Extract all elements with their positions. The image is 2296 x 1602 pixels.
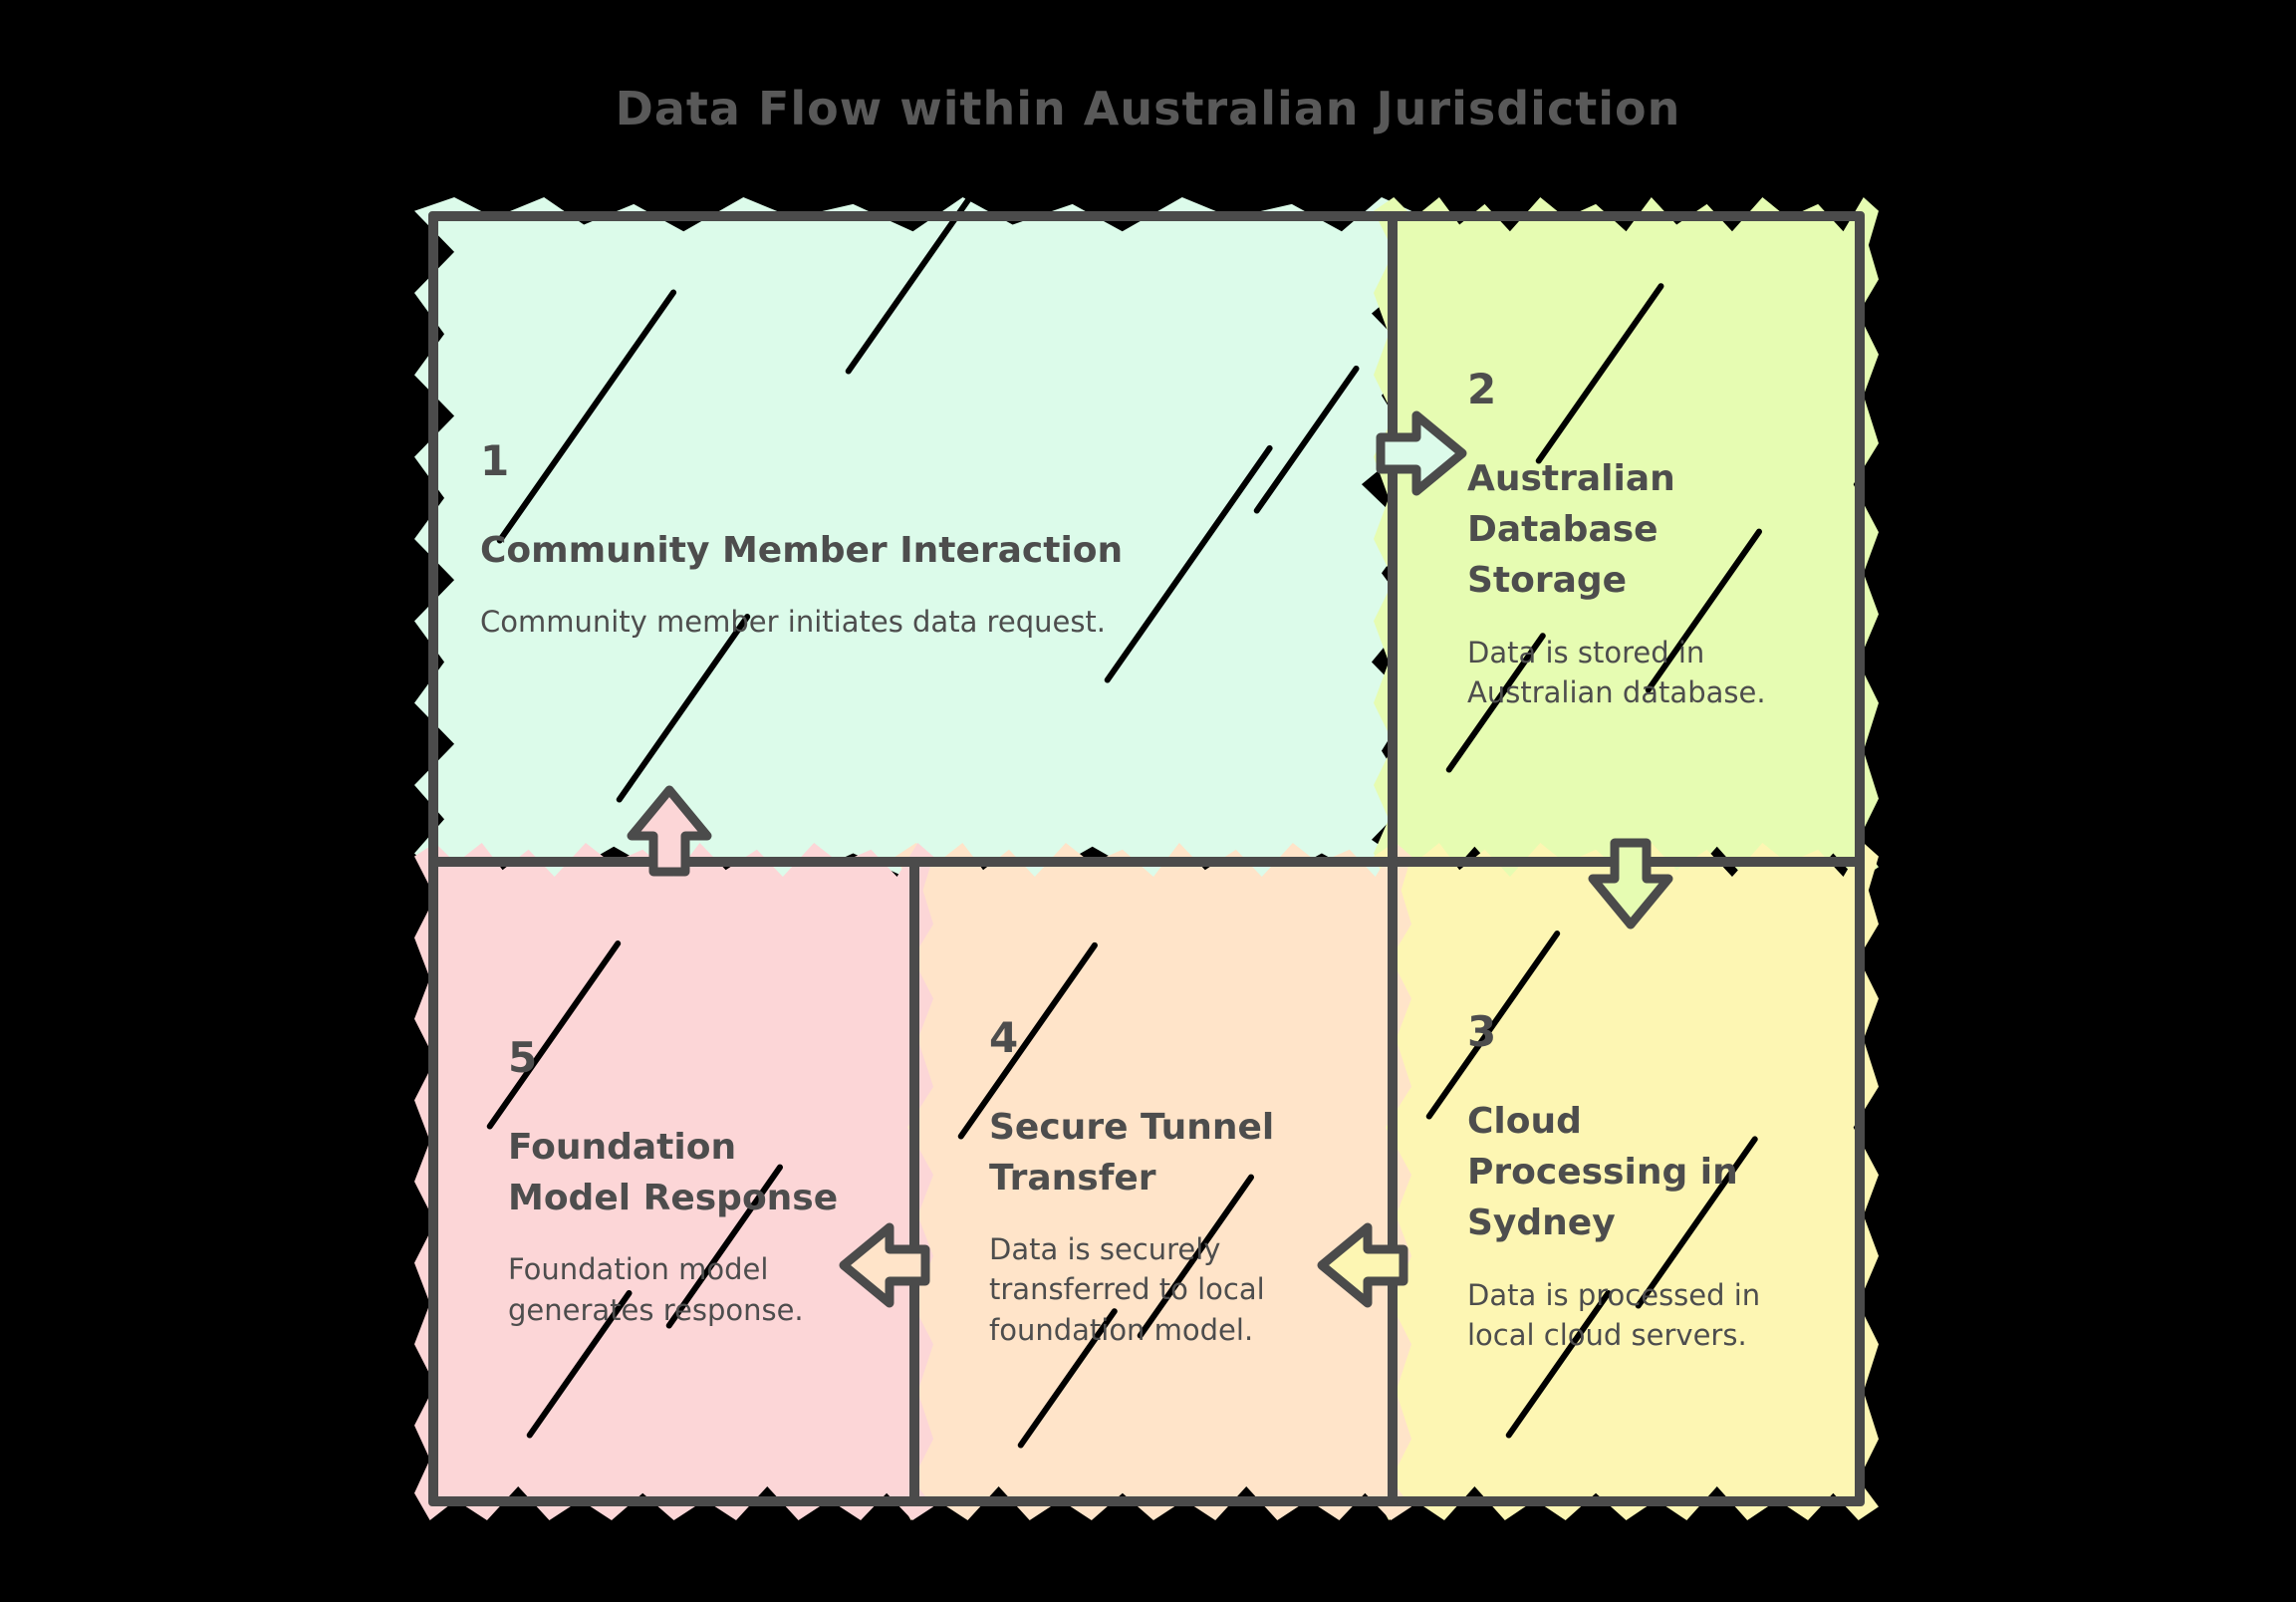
arrow-5-to-1 bbox=[627, 785, 712, 877]
step-number: 2 bbox=[1467, 365, 1497, 414]
node-fill bbox=[1374, 843, 1879, 1520]
step-number: 3 bbox=[1467, 1007, 1497, 1057]
node-title: Secure Tunnel Transfer bbox=[989, 1106, 1275, 1199]
arrow-4-to-5 bbox=[839, 1222, 930, 1308]
node-title: Australian Database Storage bbox=[1467, 458, 1675, 602]
node-secure-tunnel-transfer: 4 Secure Tunnel Transfer Data is securel… bbox=[895, 843, 1411, 1520]
node-community-member-interaction: 1 Community Member Interaction Community… bbox=[414, 167, 1411, 881]
node-australian-database-storage: 2 Australian Database Storage Data is st… bbox=[1374, 197, 1879, 881]
node-description: Community member initiates data request. bbox=[480, 604, 1107, 639]
node-cloud-processing-in-sydney: 3 Cloud Processing in Sydney Data is pro… bbox=[1374, 843, 1879, 1520]
node-foundation-model-response: 5 Foundation Model Response Foundation m… bbox=[414, 843, 933, 1520]
node-title: Cloud Processing in Sydney bbox=[1467, 1101, 1738, 1244]
node-fill bbox=[895, 843, 1411, 1520]
arrow-3-to-4 bbox=[1317, 1222, 1408, 1308]
step-number: 1 bbox=[480, 435, 510, 485]
node-title: Community Member Interaction bbox=[480, 529, 1124, 571]
node-fill bbox=[414, 197, 1411, 881]
step-number: 4 bbox=[989, 1012, 1019, 1062]
node-description: Data is securely transferred to local fo… bbox=[989, 1231, 1265, 1347]
arrow-2-to-3 bbox=[1588, 838, 1673, 930]
arrow-1-to-2 bbox=[1376, 410, 1467, 496]
node-description: Foundation model generates response. bbox=[508, 1252, 804, 1327]
step-number: 5 bbox=[508, 1032, 538, 1082]
diagram-title: Data Flow within Australian Jurisdiction bbox=[615, 82, 1681, 135]
node-fill bbox=[1374, 197, 1879, 881]
node-description: Data is stored in Australian database. bbox=[1467, 635, 1766, 710]
node-fill bbox=[414, 843, 933, 1520]
node-description: Data is processed in local cloud servers… bbox=[1467, 1277, 1761, 1353]
node-title: Foundation Model Response bbox=[508, 1126, 839, 1218]
